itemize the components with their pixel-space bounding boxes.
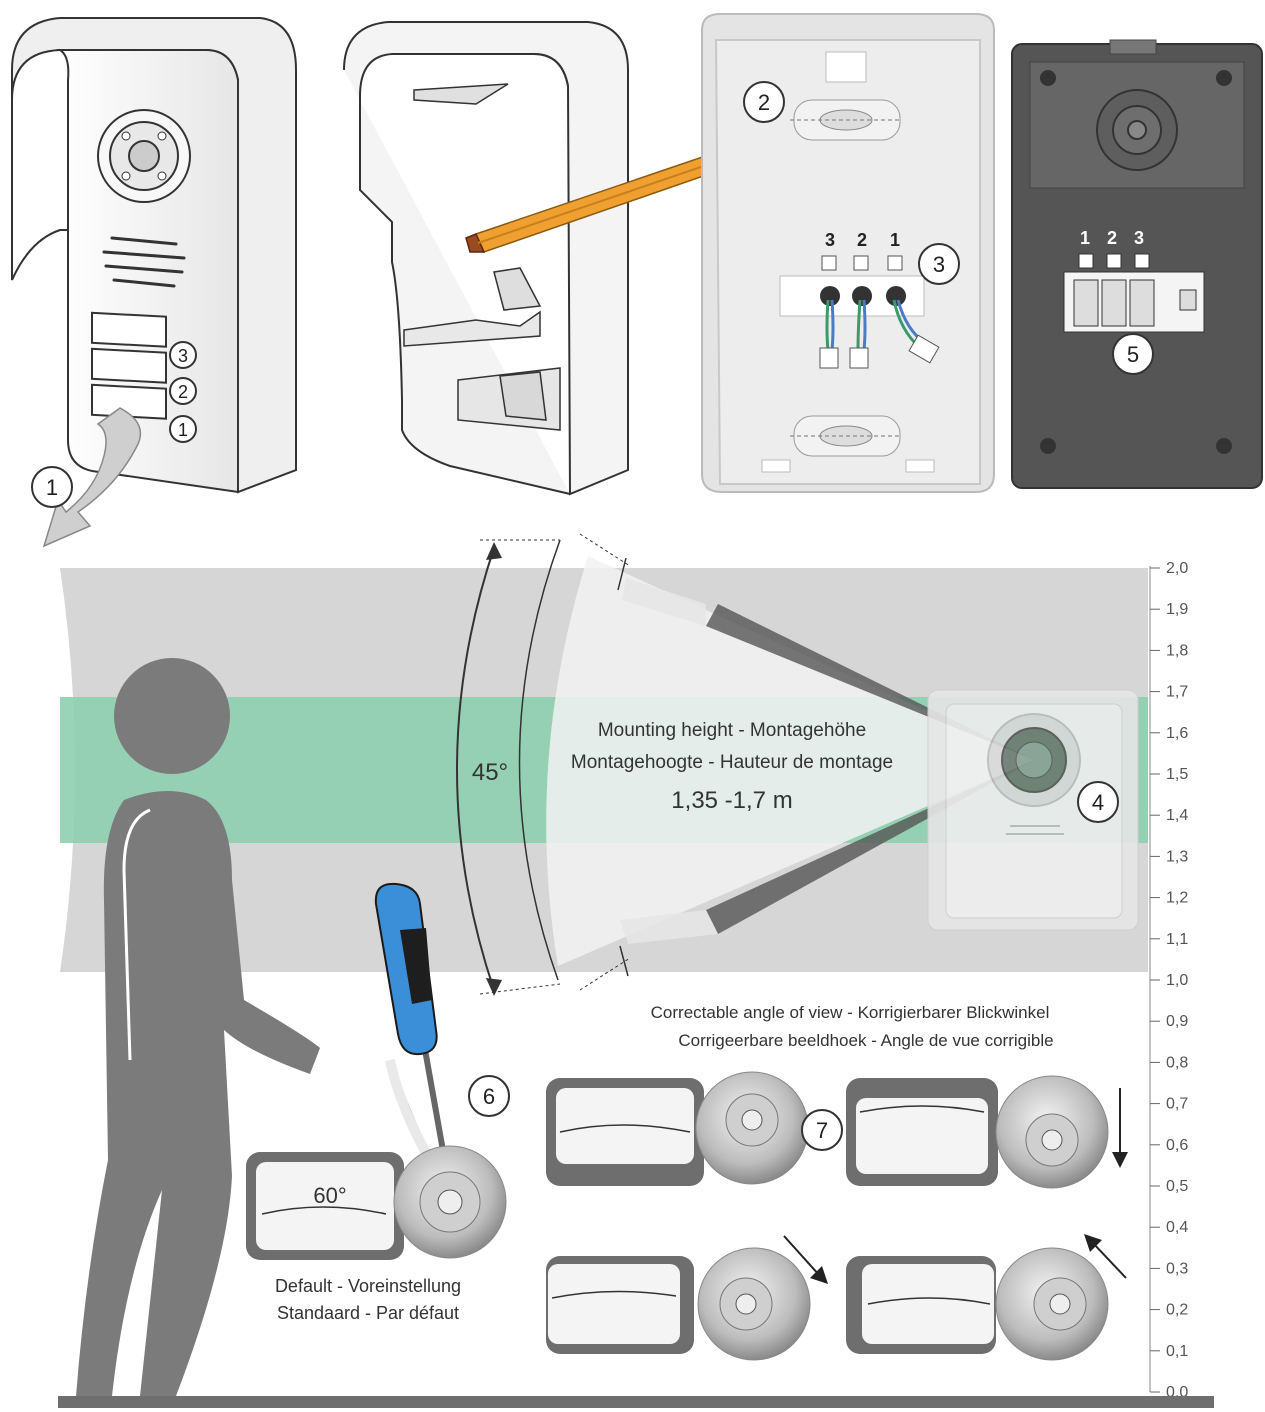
scale-tick-label: 0,4 bbox=[1166, 1219, 1188, 1236]
step-1-label: 1 bbox=[46, 475, 58, 500]
step-7-label: 7 bbox=[816, 1118, 828, 1143]
mounting-bracket: 3 2 1 2 3 bbox=[701, 13, 995, 493]
board-wire-1: 1 bbox=[1080, 228, 1090, 248]
angle-60-label: 60° bbox=[313, 1183, 346, 1208]
scale-tick-label: 0,6 bbox=[1166, 1137, 1188, 1154]
arrow-diagonal-up-icon bbox=[1084, 1234, 1102, 1252]
step-5-label: 5 bbox=[1127, 342, 1139, 367]
scale-tick-label: 1,6 bbox=[1166, 725, 1188, 742]
button-number-3: 3 bbox=[178, 346, 188, 366]
person-silhouette bbox=[76, 658, 320, 1396]
step-6-label: 6 bbox=[483, 1084, 495, 1109]
arrow-diagonal-down-icon bbox=[810, 1266, 828, 1284]
scale-tick-label: 1,9 bbox=[1166, 601, 1188, 618]
scale-tick-label: 0,3 bbox=[1166, 1260, 1188, 1277]
scale-tick-label: 1,8 bbox=[1166, 642, 1188, 659]
step-3-label: 3 bbox=[933, 252, 945, 277]
door-station-front: 3 2 1 1 bbox=[11, 17, 297, 548]
scale-tick-label: 1,7 bbox=[1166, 684, 1188, 701]
adjustment-left bbox=[546, 1235, 828, 1361]
scale-tick-label: 1,3 bbox=[1166, 848, 1188, 865]
scale-tick-label: 1,4 bbox=[1166, 807, 1188, 824]
scale-tick-label: 0,5 bbox=[1166, 1178, 1188, 1195]
bracket-wire-2: 2 bbox=[857, 230, 867, 250]
angle-45-label: 45° bbox=[472, 759, 508, 786]
correctable-line2: Corrigeerbare beeldhoek - Angle de vue c… bbox=[678, 1031, 1053, 1050]
scale-tick-label: 0,2 bbox=[1166, 1302, 1188, 1319]
scale-tick-label: 0,7 bbox=[1166, 1096, 1188, 1113]
adjustment-right bbox=[846, 1234, 1127, 1361]
scale-tick-label: 1,2 bbox=[1166, 890, 1188, 907]
scale-tick-label: 1,1 bbox=[1166, 931, 1188, 948]
mounting-height-line2: Montagehoogte - Hauteur de montage bbox=[571, 752, 893, 773]
removal-arrow-icon bbox=[42, 407, 142, 548]
scale-tick-label: 2,0 bbox=[1166, 560, 1188, 577]
bracket-wire-1: 1 bbox=[890, 230, 900, 250]
floor-line bbox=[58, 1396, 1214, 1408]
step-4-label: 4 bbox=[1092, 790, 1104, 815]
height-scale: 2,0 1,9 1,8 1,7 1,6 1,5 1,4 1,3 1,2 1,1 1,0 0,9 0,8 0… bbox=[1149, 560, 1188, 1401]
default-label-line2: Standaard - Par défaut bbox=[277, 1303, 459, 1323]
scale-tick-label: 0,9 bbox=[1166, 1013, 1188, 1030]
arrow-down-icon bbox=[1112, 1152, 1128, 1168]
board-wire-2: 2 bbox=[1107, 228, 1117, 248]
board-wire-3: 3 bbox=[1134, 228, 1144, 248]
scale-tick-label: 0,8 bbox=[1166, 1054, 1188, 1071]
adjustment-up bbox=[546, 1071, 809, 1186]
adjustment-down bbox=[846, 1075, 1128, 1189]
door-station-cover bbox=[343, 21, 629, 496]
bracket-wire-3: 3 bbox=[825, 230, 835, 250]
button-number-2: 2 bbox=[178, 382, 188, 402]
door-station-back: 1 2 3 5 bbox=[1011, 39, 1263, 489]
scale-tick-label: 0,1 bbox=[1166, 1343, 1188, 1360]
default-label-line1: Default - Voreinstellung bbox=[275, 1276, 461, 1296]
default-view-illustration bbox=[246, 1145, 507, 1260]
wall-mounted-station bbox=[927, 689, 1139, 931]
step-2-label: 2 bbox=[758, 90, 770, 115]
correctable-line1: Correctable angle of view - Korrigierbar… bbox=[651, 1003, 1050, 1022]
button-number-1: 1 bbox=[178, 420, 188, 440]
mounting-height-range: 1,35 -1,7 m bbox=[671, 787, 792, 814]
scale-tick-label: 1,0 bbox=[1166, 972, 1188, 989]
mounting-height-line1: Mounting height - Montagehöhe bbox=[598, 720, 866, 741]
scale-tick-label: 1,5 bbox=[1166, 766, 1188, 783]
